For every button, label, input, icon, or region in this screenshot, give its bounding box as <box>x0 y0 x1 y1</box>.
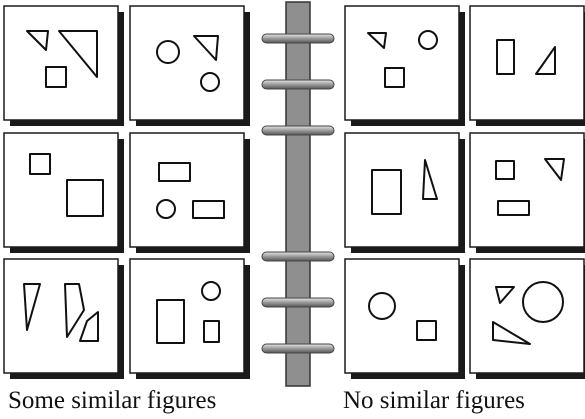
binding <box>261 1 335 387</box>
tall-triangle-shape <box>422 159 438 200</box>
ring <box>261 343 335 354</box>
large-triangle-shape <box>58 30 98 78</box>
square-shape <box>495 160 515 180</box>
right-panel <box>344 5 585 379</box>
ring <box>261 251 335 262</box>
card-right-r3c1 <box>344 258 465 379</box>
card-right-r1c2 <box>469 5 585 126</box>
ring <box>261 33 335 44</box>
small-triangle-shape <box>26 30 49 51</box>
circle-shape <box>418 30 438 50</box>
caption-right: No similar figures <box>343 387 525 414</box>
card-left-r1c1 <box>3 5 124 126</box>
circle-shape <box>201 281 221 301</box>
tall-triangle-shape <box>23 283 41 331</box>
rectangle-shape <box>192 200 225 219</box>
square-shape <box>416 320 437 341</box>
tall-rectangle-shape <box>371 169 402 215</box>
small-square-shape <box>29 153 51 175</box>
card-left-r2c2 <box>129 132 250 253</box>
ring <box>261 125 335 136</box>
large-square-shape <box>66 179 104 217</box>
small-circle-shape <box>200 72 220 92</box>
card-right-r1c1 <box>344 5 465 126</box>
rectangle-shape <box>497 200 530 216</box>
triangle-shape <box>367 32 387 49</box>
ring <box>261 79 335 90</box>
card-left-r3c1 <box>3 258 124 379</box>
card-right-r3c2 <box>469 258 585 379</box>
large-circle-shape <box>522 281 564 323</box>
card-left-r3c2 <box>129 258 250 379</box>
rectangle-shape <box>158 162 191 182</box>
triangle-shape <box>492 321 531 345</box>
circle-shape <box>156 40 180 64</box>
card-left-r2c1 <box>3 132 124 253</box>
circle-shape <box>368 292 396 320</box>
card-right-r2c1 <box>344 132 465 253</box>
tall-rectangle-shape <box>496 39 515 75</box>
tall-rectangle-shape <box>156 299 185 344</box>
square-shape <box>384 67 405 88</box>
binding-spine <box>285 1 311 387</box>
ring <box>261 297 335 308</box>
triangle-shape <box>535 46 556 75</box>
small-circle-shape <box>156 199 176 219</box>
small-rectangle-shape <box>203 320 220 343</box>
left-panel <box>3 5 250 379</box>
card-right-r2c2 <box>469 132 585 253</box>
triangle-shape <box>544 158 565 181</box>
small-triangle-shape <box>495 286 515 304</box>
small-triangle-shape <box>79 311 99 342</box>
triangle-shape <box>193 35 219 61</box>
tall-triangle-shape <box>64 283 85 338</box>
caption-left: Some similar figures <box>8 387 217 414</box>
small-square-shape <box>45 66 67 88</box>
card-left-r1c2 <box>129 5 250 126</box>
